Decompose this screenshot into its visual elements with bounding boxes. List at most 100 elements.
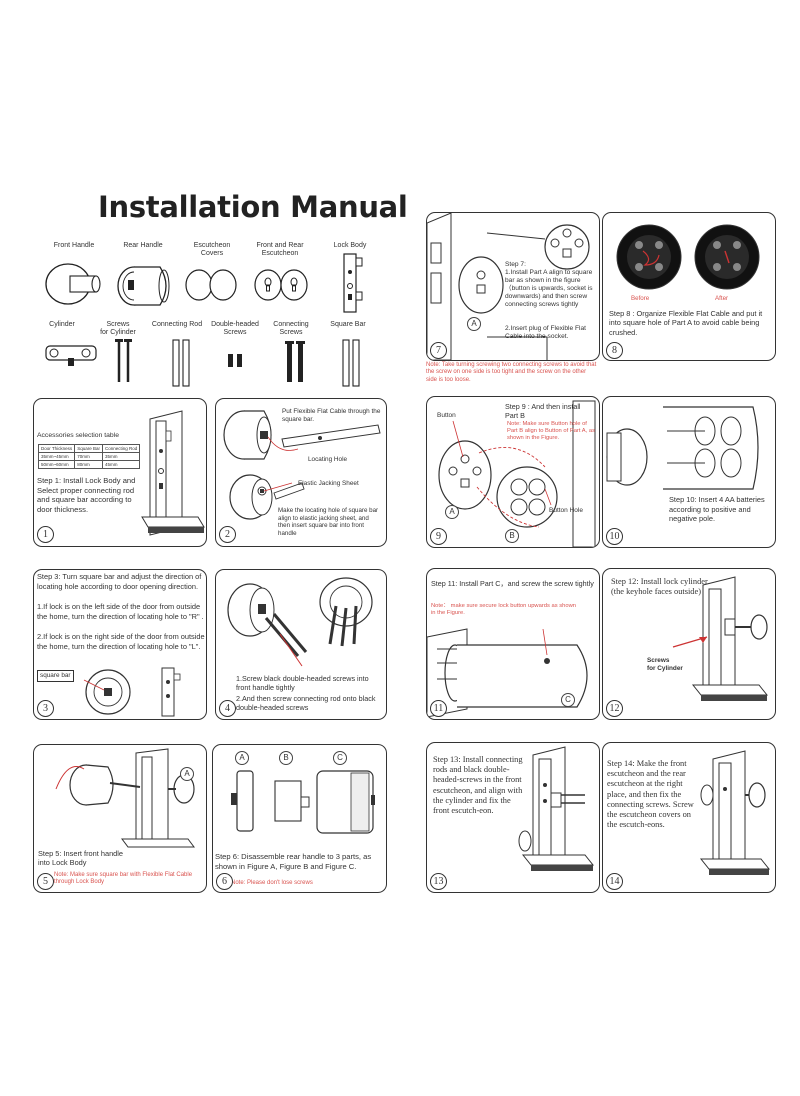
step-11-note: Note： make sure secure lock button upwar… — [431, 603, 576, 616]
step-3-intro: Step 3: Turn square bar and adjust the d… — [37, 572, 202, 591]
table-cell: 45mm — [101, 460, 141, 469]
part-label-lock-body: Lock Body — [333, 242, 367, 249]
square-bar-label: square bar — [37, 670, 74, 682]
lock-body-door-drawing — [141, 410, 205, 536]
button-label: Button — [437, 412, 456, 419]
part-label-square-bar: Square Bar — [330, 321, 366, 328]
step-6-number: 6 — [216, 873, 233, 890]
step-13-panel: Step 13: Install connecting rods and bla… — [426, 742, 600, 893]
rear-handle-drawing — [117, 266, 170, 306]
front-handle-square-bar-drawing — [223, 410, 381, 460]
step-12-panel: Step 12: Install lock cylinder (the keyh… — [602, 568, 776, 720]
fix-escutcheon-drawing — [699, 750, 771, 875]
install-cylinder-drawing — [672, 576, 769, 701]
batteries-drawing — [606, 406, 759, 490]
table-cell: 35mm~45mm — [37, 452, 76, 461]
rear-handle-parts-drawing — [231, 770, 375, 834]
elastic-jacking-drawing — [229, 474, 305, 520]
step-4-text-1: 1.Screw black double-headed screws into … — [236, 674, 369, 692]
part-label-front-handle: Front Handle — [53, 242, 95, 249]
page-title: Installation Manual — [98, 190, 408, 224]
cylinder-drawing — [45, 345, 97, 366]
front-handle-drawing — [45, 263, 101, 305]
cylinder-screws-label: Screws for Cylinder — [647, 657, 683, 672]
step-9-letter-b: B — [505, 529, 519, 543]
step-7-text-2: 2.Insert plug of Flexible Flat Cable int… — [505, 325, 586, 340]
step-10-panel: Step 10: Insert 4 AA batteries according… — [602, 396, 776, 548]
step-1-number: 1 — [37, 526, 54, 543]
table-header: Door Thickness — [37, 444, 76, 453]
step-3-panel: Step 3: Turn square bar and adjust the d… — [33, 569, 207, 720]
step-12-number: 12 — [606, 700, 623, 717]
square-bar-direction-drawing — [83, 667, 181, 717]
step-9-letter-a: A — [445, 505, 459, 519]
step-7-text-1: 1.Install Part A align to square bar as … — [505, 269, 593, 308]
after-label: After — [715, 295, 729, 302]
connecting-rod-drawing — [172, 339, 190, 387]
connecting-rods-drawing — [518, 746, 595, 871]
install-part-a-drawing — [427, 213, 590, 360]
table-cell: 35mm — [101, 452, 141, 461]
step-2-panel: Put Flexible Flat Cable through the squa… — [215, 398, 387, 547]
double-headed-screws-drawing — [228, 354, 242, 367]
connecting-screws-drawing — [285, 341, 305, 382]
figure-letter-b: B — [279, 751, 293, 765]
step-13-text: Step 13: Install connecting rods and bla… — [433, 755, 523, 816]
step-14-panel: Step 14: Make the front escutcheon and t… — [602, 742, 776, 893]
escutcheon-covers-drawing — [185, 269, 237, 301]
step-5-figure-letter: A — [180, 767, 194, 781]
step-4-text-2: 2.And then screw connecting rod onto bla… — [236, 694, 376, 712]
part-label-connecting-screws: Connecting Screws — [273, 321, 309, 336]
escutcheon-drawing — [254, 269, 308, 301]
step-11-figure-letter: C — [561, 693, 575, 707]
step-7-note: Note: Take turning screwing two connecti… — [426, 362, 597, 383]
part-label-escutcheon: Front and Rear Escutcheon — [256, 242, 304, 257]
step-7-figure-letter: A — [467, 317, 481, 331]
table-row: 35mm~45mm 70mm 35mm — [37, 452, 141, 461]
step-11-panel: Step 11: Install Part C，and screw the sc… — [426, 568, 600, 720]
accessories-table-title: Accessories selection table — [37, 432, 119, 439]
cable-before-after-drawing — [616, 224, 760, 290]
step-8-text: Step 8 : Organize Flexible Flat Cable an… — [609, 309, 763, 337]
step-8-panel: Before After Step 8 : Organize Flexible … — [602, 212, 776, 361]
step-4-panel: 1.Screw black double-headed screws into … — [215, 569, 387, 720]
lock-body-drawing — [343, 253, 363, 313]
step-9-panel: Button Button Hole A B Step 9 : And then… — [426, 396, 600, 548]
step-2-label-cable: Put Flexible Flat Cable through the squa… — [282, 408, 381, 423]
step-3-rule-right: 2.If lock is on the right side of the do… — [37, 632, 205, 651]
step-6-panel: A B C Step 6: Disassemble rear handle to… — [212, 744, 387, 893]
part-label-escutcheon-covers: Escutcheon Covers — [193, 242, 231, 257]
step-14-text: Step 14: Make the front escutcheon and t… — [607, 759, 694, 830]
step-2-number: 2 — [219, 526, 236, 543]
step-3-rule-left: 1.If lock is on the left side of the doo… — [37, 602, 204, 621]
part-label-connecting-rod: Connecting Rod — [151, 321, 203, 328]
step-5-number: 5 — [37, 873, 54, 890]
step-10-text: Step 10: Insert 4 AA batteries according… — [669, 495, 765, 524]
step-1-panel: Accessories selection table Door Thickne… — [33, 398, 207, 547]
step-9-text: Step 9 : And then install Part B — [505, 402, 581, 420]
step-5-panel: A Step 5: Insert front handle into Lock … — [33, 744, 207, 893]
part-label-cylinder: Cylinder — [49, 321, 75, 328]
table-cell: 80mm — [74, 460, 103, 469]
install-part-b-drawing — [438, 400, 596, 547]
step-9-note: Note: Make sure Button hole of Part B al… — [507, 421, 595, 441]
step-4-number: 4 — [219, 700, 236, 717]
table-row: 50mm~60mm 80mm 45mm — [37, 460, 141, 469]
table-header-row: Door Thickness Square Bar Connecting Rod — [37, 444, 141, 453]
step-13-number: 13 — [430, 873, 447, 890]
step-2-label-locating-hole: Locating Hole — [308, 456, 348, 463]
square-bar-drawing — [342, 339, 360, 387]
step-12-text: Step 12: Install lock cylinder (the keyh… — [611, 577, 708, 597]
part-label-double-headed-screws: Double-headed Screws — [211, 321, 259, 336]
table-header: Connecting Rod — [101, 444, 141, 453]
figure-letter-a: A — [235, 751, 249, 765]
step-6-note: Note: Please don't lose screws — [231, 880, 313, 886]
part-label-rear-handle: Rear Handle — [123, 242, 163, 249]
step-9-number: 9 — [430, 528, 447, 545]
step-8-number: 8 — [606, 342, 623, 359]
step-6-text: Step 6: Disassemble rear handle to 3 par… — [215, 852, 372, 871]
button-hole-label: Button Hole — [549, 507, 583, 514]
step-5-note: Note: Make sure square bar with Flexible… — [54, 872, 193, 886]
step-5-text: Step 5: Insert front handle into Lock Bo… — [38, 849, 124, 868]
figure-letter-c: C — [333, 751, 347, 765]
